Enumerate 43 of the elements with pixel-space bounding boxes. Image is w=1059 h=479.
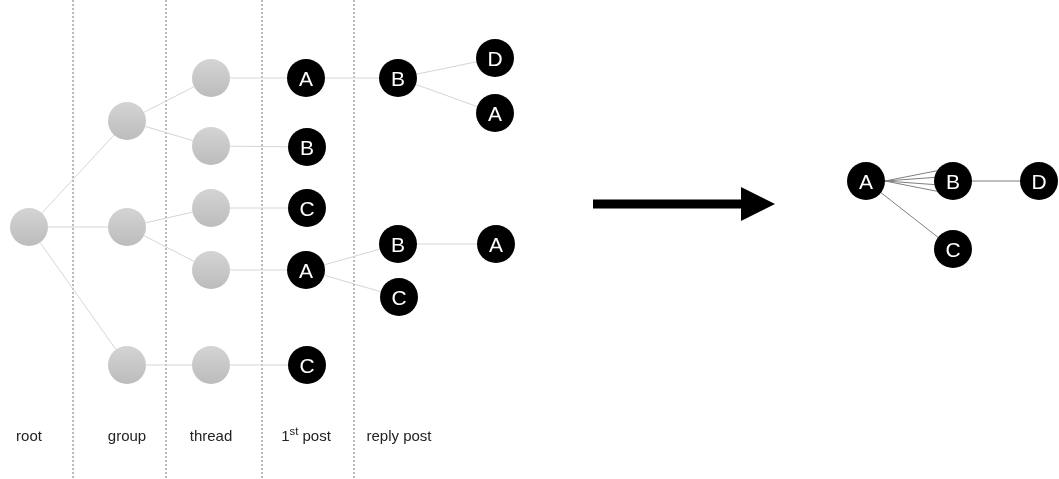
connector-line (39, 242, 117, 350)
person-node: A (476, 94, 514, 132)
connector-line (143, 86, 195, 113)
person-node: D (1020, 162, 1058, 200)
person-node: B (379, 225, 417, 263)
tree-node (192, 127, 230, 165)
tree-node (10, 208, 48, 246)
person-node: C (288, 346, 326, 384)
person-node: B (934, 162, 972, 200)
tree-node (192, 189, 230, 227)
connector-line (416, 61, 477, 75)
connector-line (323, 274, 382, 293)
person-node: C (380, 278, 418, 316)
person-node: A (287, 251, 325, 289)
person-node: A (287, 59, 325, 97)
connector-line (145, 211, 193, 224)
person-node: B (288, 128, 326, 166)
tree-node (108, 346, 146, 384)
tree-node (192, 346, 230, 384)
person-node: A (847, 162, 885, 200)
connector-line (971, 180, 1021, 182)
connector-line (415, 83, 478, 108)
connector-line (323, 248, 381, 266)
connector-line (229, 145, 289, 148)
connector-line (143, 235, 195, 262)
column-label: group (107, 426, 147, 446)
connector-line (884, 180, 938, 192)
connector-line (144, 125, 194, 142)
tree-node (192, 251, 230, 289)
tree-node (108, 208, 146, 246)
connector-line (41, 134, 115, 214)
tree-node (108, 102, 146, 140)
column-label: root (16, 426, 42, 446)
column-label: reply post (366, 426, 432, 446)
person-node: C (934, 230, 972, 268)
column-label: thread (189, 426, 233, 446)
person-node: D (476, 39, 514, 77)
person-node: C (288, 189, 326, 227)
connector-line (880, 192, 939, 238)
person-node: B (379, 59, 417, 97)
column-label: 1$^{st}$ post (281, 425, 331, 446)
person-node: A (477, 225, 515, 263)
tree-node (192, 59, 230, 97)
